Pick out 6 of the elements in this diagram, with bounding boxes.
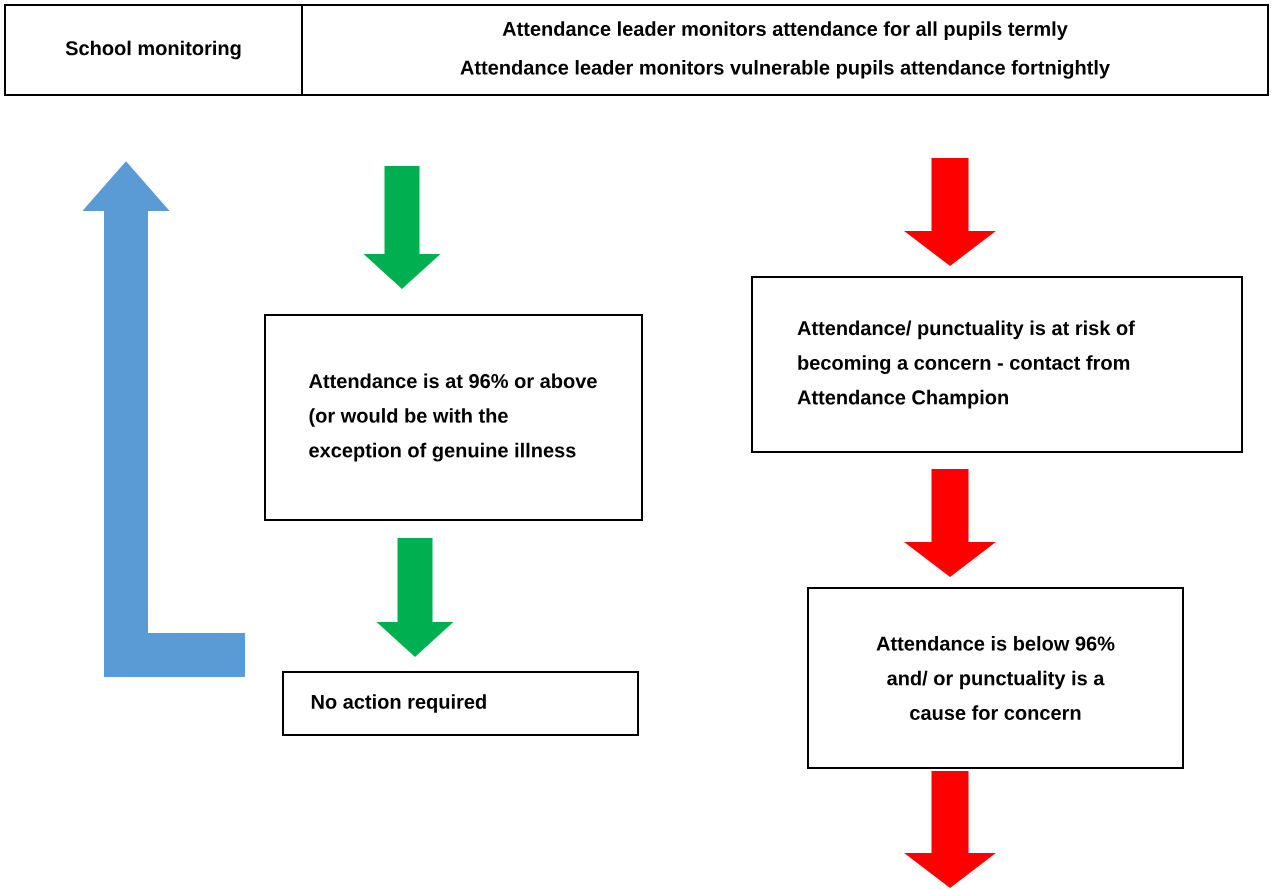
table-cell: Attendance leader monitors attendance for all pupils termly Attendance leader monitors vulnerable pupils attendance fortnightly [301,4,1269,96]
process-box: Attendance is below 96% and/ or punctuality is a cause for concern [807,587,1184,769]
process-box: No action required [282,671,639,736]
process-box: Attendance/ punctuality is at risk of becoming a concern - contact from Attendance Champion [751,276,1243,453]
table-cell: School monitoring [4,4,303,96]
process-box: Attendance is at 96% or above (or would be with the exception of genuine illness [264,314,643,521]
